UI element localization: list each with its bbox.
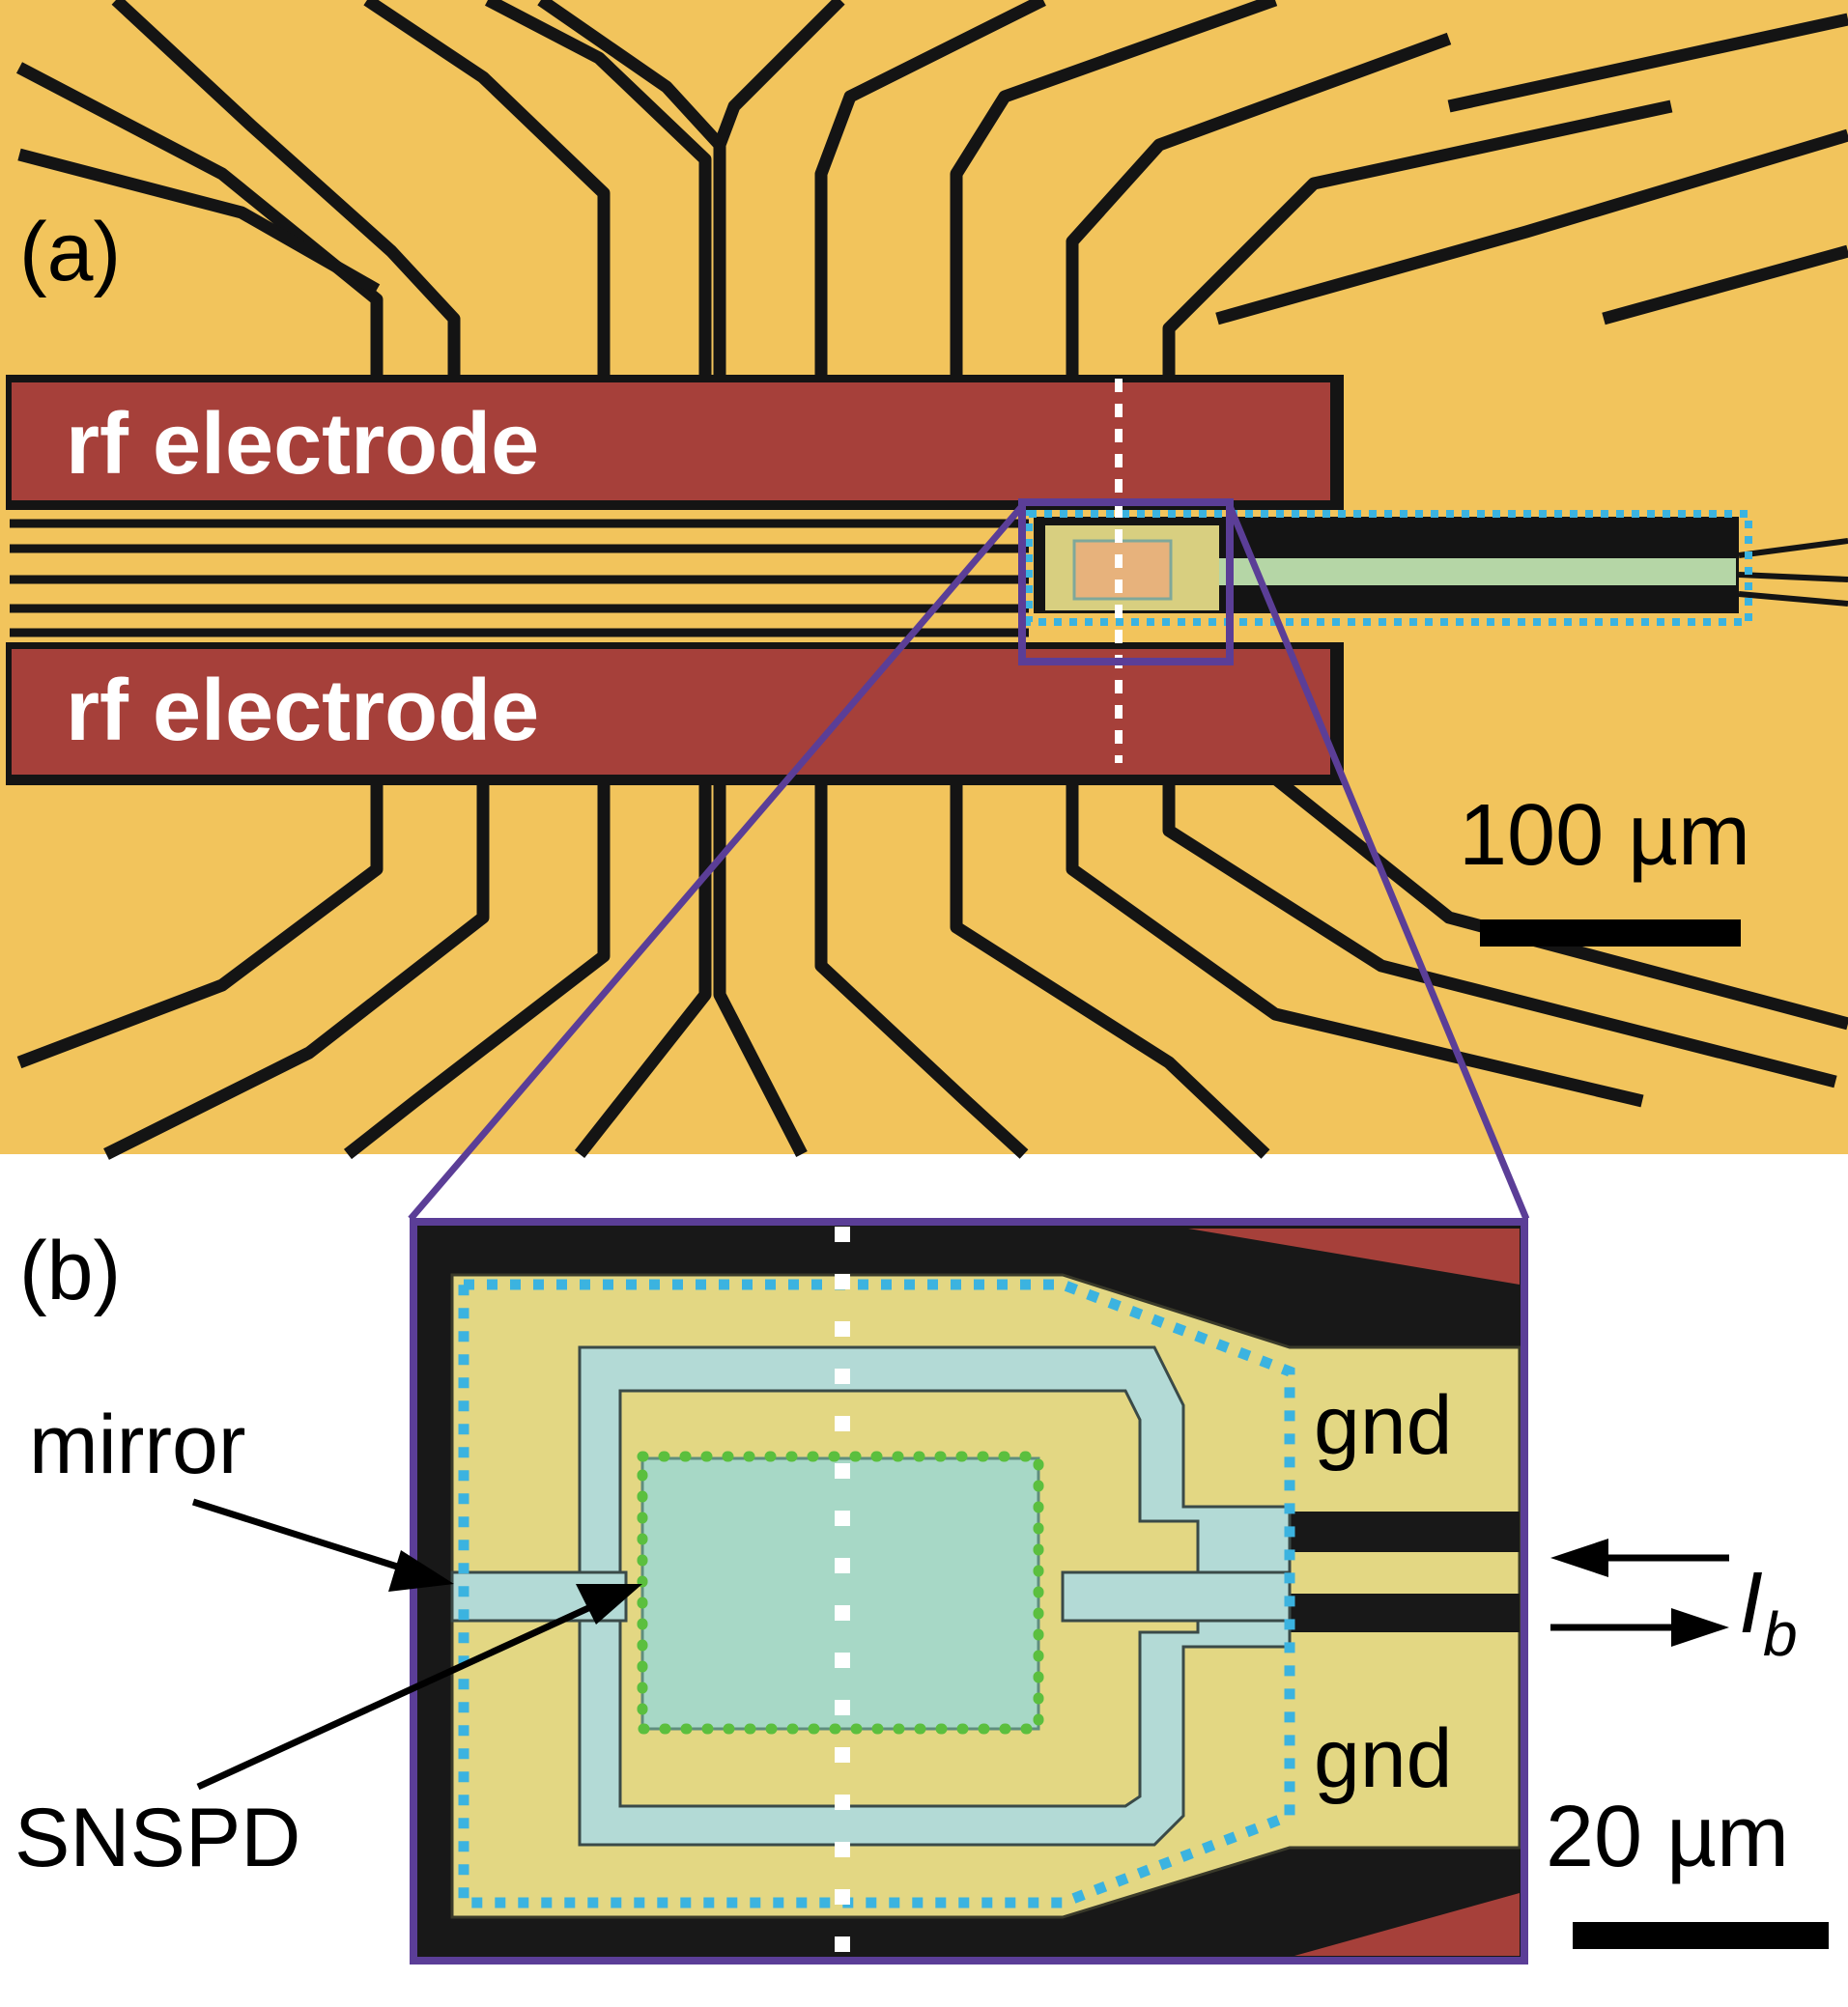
snspd-feed-trace xyxy=(1061,1570,1292,1623)
lead-fan-out xyxy=(1738,572,1848,582)
gap-line xyxy=(950,0,1278,379)
gap-line xyxy=(713,0,845,379)
zoom-connector-right xyxy=(1226,504,1530,1221)
gap-line xyxy=(1602,244,1848,325)
zoom-connectors xyxy=(408,503,1530,1222)
ground-plane-outline-small xyxy=(1025,510,1752,626)
gnd-label-top: gnd xyxy=(1314,1379,1453,1472)
zoom-box xyxy=(1018,498,1234,665)
gap-line xyxy=(363,0,611,379)
bias-current-subscript: b xyxy=(1763,1599,1798,1669)
gap-line xyxy=(1447,13,1848,113)
rf-region-bottom-right xyxy=(1294,1893,1520,1956)
zoom-frame xyxy=(410,1218,1528,1965)
scale-bar-a xyxy=(1480,919,1741,947)
bias-out-arrowhead xyxy=(1671,1608,1729,1647)
panel-b: (b) gnd gnd mirror SNSPD Ib 20 µm xyxy=(14,1218,1829,1965)
snspd-outline xyxy=(637,1451,1044,1735)
gap-line xyxy=(1162,99,1673,379)
lead-fan-out xyxy=(1738,538,1848,558)
gap-line xyxy=(1215,128,1848,325)
gap-line xyxy=(1066,32,1452,379)
scale-bar-b xyxy=(1573,1922,1829,1949)
rf-electrode-label-bottom: rf electrode xyxy=(66,663,539,759)
gap-line xyxy=(17,148,381,296)
panel-a: (a) rf electrode rf electrode 100 µm xyxy=(0,0,1848,1160)
bias-in-arrowhead xyxy=(1550,1539,1608,1577)
rf-region-top-right xyxy=(1188,1229,1520,1285)
rf-electrode-label-top: rf electrode xyxy=(66,396,539,493)
gap-line xyxy=(343,782,611,1160)
gap-line xyxy=(1162,782,1837,1088)
mirror-pointer-arrowhead xyxy=(388,1550,454,1592)
dc-electrode-gaps-top xyxy=(15,0,1848,379)
lead-fan-out xyxy=(1738,591,1848,607)
gap-line xyxy=(950,782,1270,1159)
gap-line xyxy=(484,0,712,379)
bias-lead-slot xyxy=(1290,1512,1520,1552)
gap-line xyxy=(111,0,461,379)
scale-label-a: 100 µm xyxy=(1459,787,1750,884)
center-trap-lines xyxy=(10,519,1029,637)
gap-line xyxy=(1251,757,1848,1031)
gap-line xyxy=(814,0,1046,379)
gap-line xyxy=(15,62,384,379)
snspd-pointer-arrowhead xyxy=(576,1584,642,1625)
snspd-region xyxy=(640,1456,1040,1731)
panel-b-label: (b) xyxy=(19,1225,121,1317)
mirror-label: mirror xyxy=(29,1399,246,1491)
bias-current-symbol: I xyxy=(1739,1555,1763,1652)
gap-line xyxy=(713,782,808,1157)
gap-line xyxy=(814,782,1029,1159)
snspd-label: SNSPD xyxy=(14,1792,300,1884)
rf-electrode-bottom xyxy=(12,649,1330,775)
bias-lead-slot xyxy=(1290,1594,1520,1632)
detector-trace-small xyxy=(1219,558,1736,585)
gnd-label-bottom: gnd xyxy=(1314,1712,1453,1805)
snspd-pointer-arrow xyxy=(196,1599,601,1791)
gap-line xyxy=(16,782,384,1069)
panel-a-label: (a) xyxy=(19,206,121,298)
gap-line xyxy=(574,782,712,1159)
mirror-pointer-arrow xyxy=(191,1498,417,1576)
bias-current-label: Ib xyxy=(1739,1555,1798,1669)
gap-line xyxy=(537,0,725,150)
rf-electrode-top xyxy=(12,382,1330,500)
scale-label-b: 20 µm xyxy=(1546,1789,1789,1885)
zoom-connector-left xyxy=(408,503,1025,1222)
gap-line xyxy=(103,782,490,1160)
